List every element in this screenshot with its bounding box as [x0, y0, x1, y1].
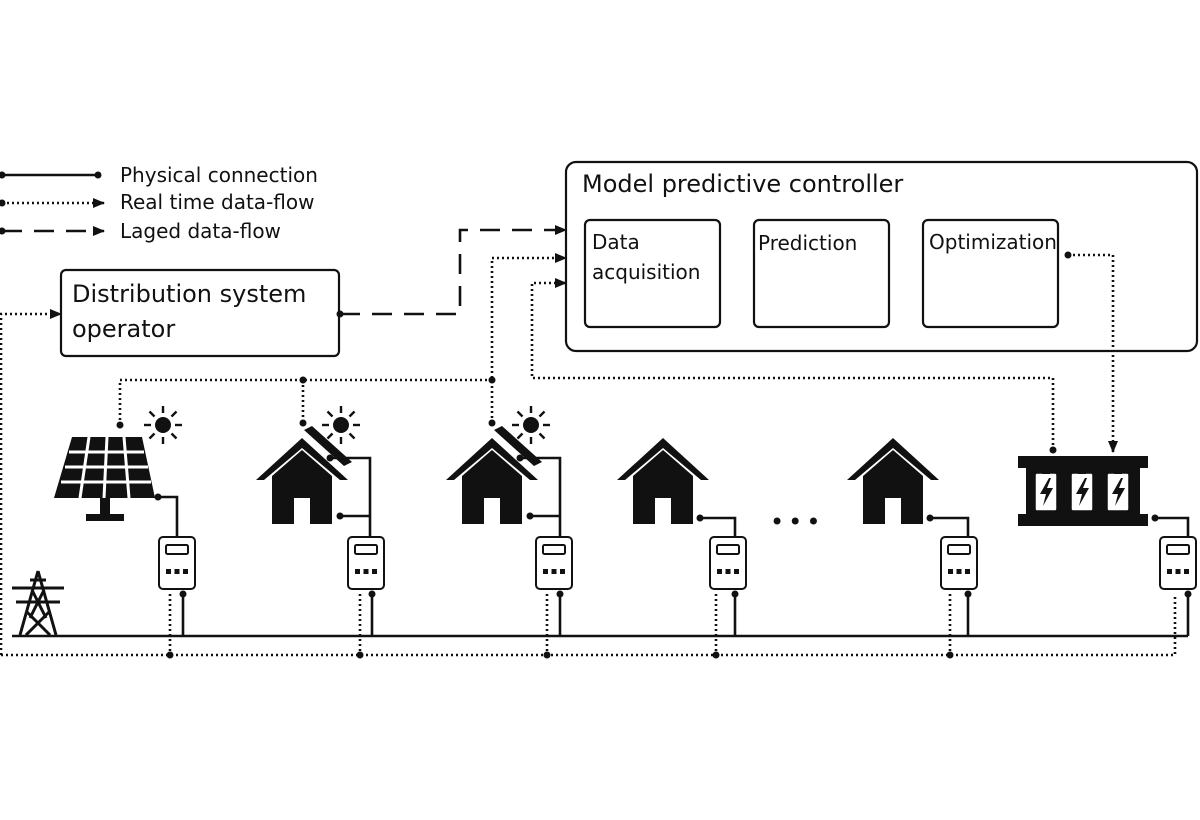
prediction-box	[752, 218, 891, 329]
mpc-title: Model predictive controller	[582, 170, 903, 198]
smart-meter-icon	[535, 536, 573, 590]
data-acquisition-label-line2: acquisition	[592, 260, 700, 284]
legend: Physical connection Real time data-flow …	[0, 163, 318, 243]
optimization-box	[921, 218, 1060, 329]
smart-meter-icon	[940, 536, 978, 590]
dso-label-line2: operator	[72, 315, 175, 343]
house-icon	[617, 438, 709, 524]
sun-icon	[320, 404, 362, 446]
smart-meter-icon	[158, 536, 196, 590]
legend-realtime-label: Real time data-flow	[120, 190, 314, 214]
optimization-label: Optimization	[929, 230, 1057, 254]
physical-network	[12, 454, 1192, 638]
dso-box: Distribution system operator	[59, 268, 341, 358]
data-acquisition-box	[583, 218, 722, 329]
legend-lagged-label: Laged data-flow	[120, 219, 281, 243]
prediction-label: Prediction	[758, 231, 857, 255]
smart-meter-icon	[709, 536, 747, 590]
mpc-box: Model predictive controller Data acquisi…	[564, 160, 1199, 353]
smart-meter-icon	[1159, 536, 1197, 590]
sun-icon	[510, 404, 552, 446]
battery-storage-icon	[1018, 456, 1148, 526]
dso-label-line1: Distribution system	[72, 280, 306, 308]
house-with-solar-icon	[446, 426, 542, 524]
legend-physical-label: Physical connection	[120, 163, 318, 187]
data-flows	[0, 225, 1177, 659]
smart-meter-icon	[347, 536, 385, 590]
ellipsis: •••	[770, 508, 824, 536]
solar-panel-icon	[54, 436, 155, 521]
transmission-tower-icon	[12, 570, 64, 637]
house-with-solar-icon	[256, 426, 352, 524]
data-acquisition-label-line1: Data	[592, 230, 640, 254]
house-icon	[847, 438, 939, 524]
sun-icon	[142, 404, 184, 446]
